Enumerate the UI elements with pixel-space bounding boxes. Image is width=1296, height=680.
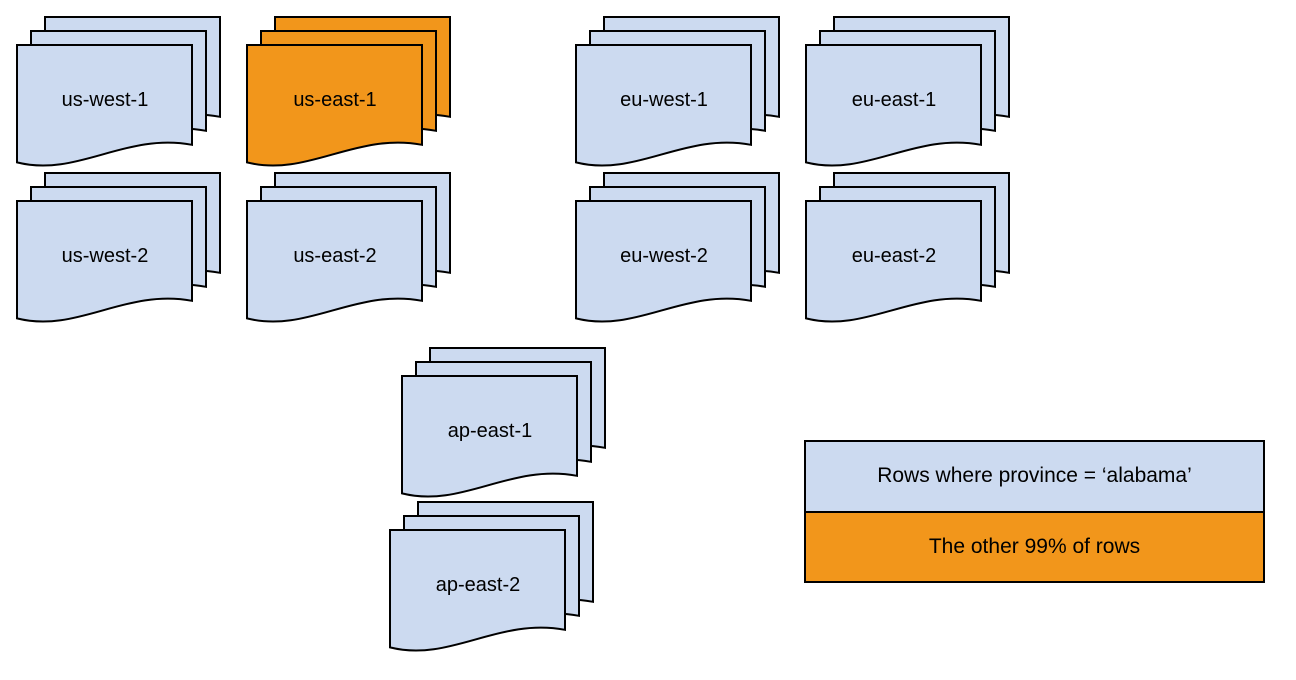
region-stack-eu-west-2: eu-west-2 — [575, 172, 781, 336]
region-stack-eu-east-1: eu-east-1 — [805, 16, 1011, 180]
document-stack-icon — [401, 347, 606, 498]
document-sheet — [575, 44, 752, 167]
region-stack-eu-east-2: eu-east-2 — [805, 172, 1011, 336]
document-stack-icon — [575, 172, 780, 323]
document-stack-icon — [16, 16, 221, 167]
region-stack-ap-east-2: ap-east-2 — [389, 501, 595, 665]
document-stack-icon — [389, 501, 594, 652]
legend-item-other-rows: The other 99% of rows — [806, 510, 1263, 581]
document-stack-icon — [16, 172, 221, 323]
region-stack-ap-east-1: ap-east-1 — [401, 347, 607, 511]
document-sheet — [575, 200, 752, 323]
document-stack-icon — [246, 16, 451, 167]
document-sheet — [16, 200, 193, 323]
region-stack-us-west-1: us-west-1 — [16, 16, 222, 180]
legend-item-label: The other 99% of rows — [928, 534, 1141, 558]
document-stack-icon — [805, 172, 1010, 323]
document-sheet — [246, 44, 423, 167]
legend-item-alabama-rows: Rows where province = ‘alabama’ — [806, 442, 1263, 511]
document-sheet — [16, 44, 193, 167]
region-stack-us-east-1: us-east-1 — [246, 16, 452, 180]
legend-item-label: Rows where province = ‘alabama’ — [877, 464, 1192, 488]
document-stack-icon — [246, 172, 451, 323]
document-sheet — [805, 44, 982, 167]
document-stack-icon — [575, 16, 780, 167]
region-stack-eu-west-1: eu-west-1 — [575, 16, 781, 180]
legend: Rows where province = ‘alabama’ The othe… — [804, 440, 1265, 583]
document-sheet — [246, 200, 423, 323]
document-stack-icon — [805, 16, 1010, 167]
region-stack-us-west-2: us-west-2 — [16, 172, 222, 336]
document-sheet — [401, 375, 578, 498]
document-sheet — [389, 529, 566, 652]
region-stack-us-east-2: us-east-2 — [246, 172, 452, 336]
document-sheet — [805, 200, 982, 323]
